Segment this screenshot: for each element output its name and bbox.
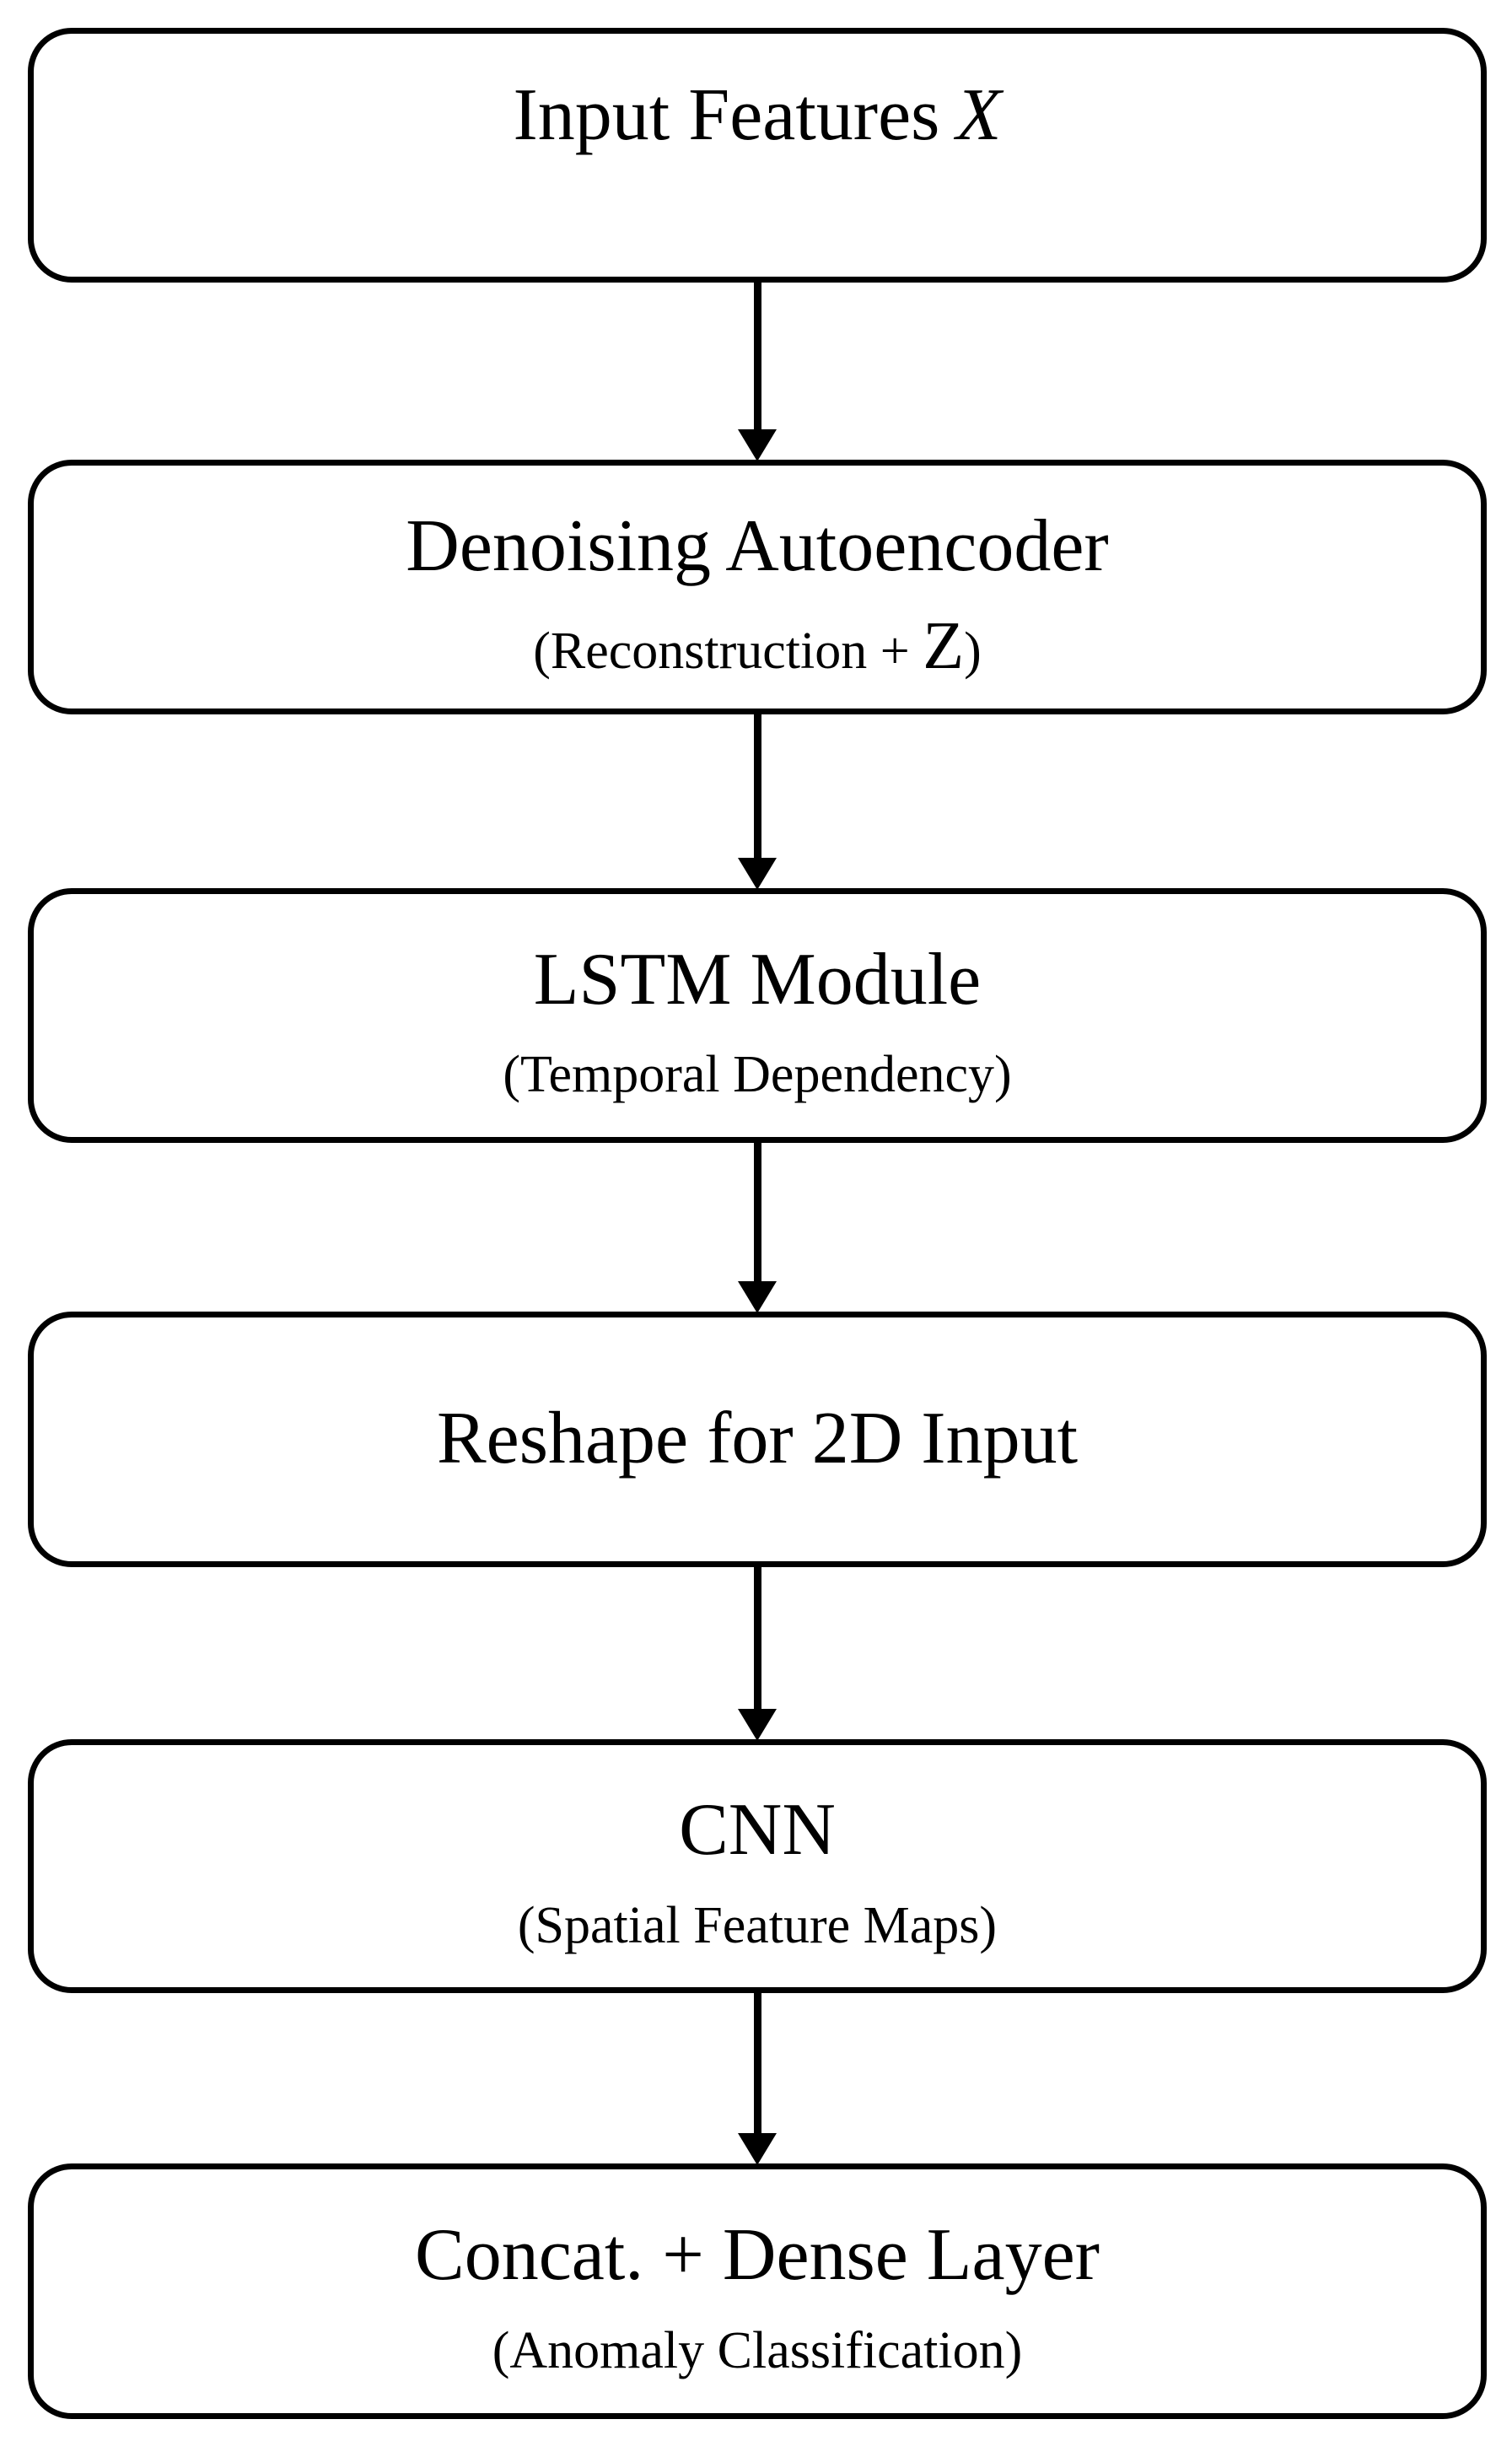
node-subtitle: (Reconstruction + Z) xyxy=(533,612,982,680)
flow-arrow-1 xyxy=(738,283,777,461)
node-title: Reshape for 2D Input xyxy=(437,1398,1078,1480)
flow-arrow-5 xyxy=(738,1993,777,2165)
node-title: CNN xyxy=(679,1789,836,1872)
arrow-stem xyxy=(753,1567,761,1709)
node-title-text: Concat. + Dense Layer xyxy=(415,2214,1100,2296)
node-title: Concat. + Dense Layer xyxy=(415,2214,1100,2297)
arrow-head-down-icon xyxy=(738,1709,777,1741)
node-subtitle-text: (Anomaly Classification) xyxy=(492,2321,1023,2379)
node-subtitle: (Spatial Feature Maps) xyxy=(518,1897,997,1954)
node-subtitle-text: (Reconstruction + xyxy=(533,622,923,681)
node-subtitle: (Temporal Dependency) xyxy=(503,1046,1011,1103)
math-variable-x: X xyxy=(955,73,1002,156)
flow-node-denoising-autoencoder: Denoising Autoencoder (Reconstruction + … xyxy=(28,460,1487,714)
flow-node-reshape-2d-input: Reshape for 2D Input xyxy=(28,1312,1487,1567)
flow-arrow-4 xyxy=(738,1567,777,1741)
flow-node-concat-dense-layer: Concat. + Dense Layer (Anomaly Classific… xyxy=(28,2163,1487,2419)
flow-node-lstm-module: LSTM Module (Temporal Dependency) xyxy=(28,888,1487,1143)
arrow-head-down-icon xyxy=(738,1281,777,1313)
arrow-head-down-icon xyxy=(738,2133,777,2165)
node-subtitle-suffix: ) xyxy=(964,622,982,681)
arrow-stem xyxy=(753,283,761,429)
node-title-text: Denoising Autoencoder xyxy=(406,504,1109,587)
node-title-text: Reshape for 2D Input xyxy=(436,1398,1079,1480)
flow-arrow-2 xyxy=(738,714,777,890)
arrow-stem xyxy=(753,1993,761,2133)
arrow-stem xyxy=(753,1143,761,1281)
flow-arrow-3 xyxy=(738,1143,777,1313)
node-title: Denoising Autoencoder xyxy=(406,504,1109,588)
node-title-text: LSTM Module xyxy=(533,938,982,1021)
arrow-head-down-icon xyxy=(738,858,777,890)
node-title-text: CNN xyxy=(679,1789,836,1871)
node-subtitle-text: (Temporal Dependency) xyxy=(503,1046,1012,1104)
arrow-head-down-icon xyxy=(738,429,777,461)
flow-node-cnn: CNN (Spatial Feature Maps) xyxy=(28,1739,1487,1993)
node-subtitle-text: (Spatial Feature Maps) xyxy=(517,1896,998,1954)
node-title: LSTM Module xyxy=(533,938,982,1021)
arrow-stem xyxy=(753,714,761,858)
node-title-text: Input Features xyxy=(513,73,940,156)
node-subtitle: (Anomaly Classification) xyxy=(492,2322,1022,2379)
math-variable-z: Z xyxy=(923,609,965,684)
